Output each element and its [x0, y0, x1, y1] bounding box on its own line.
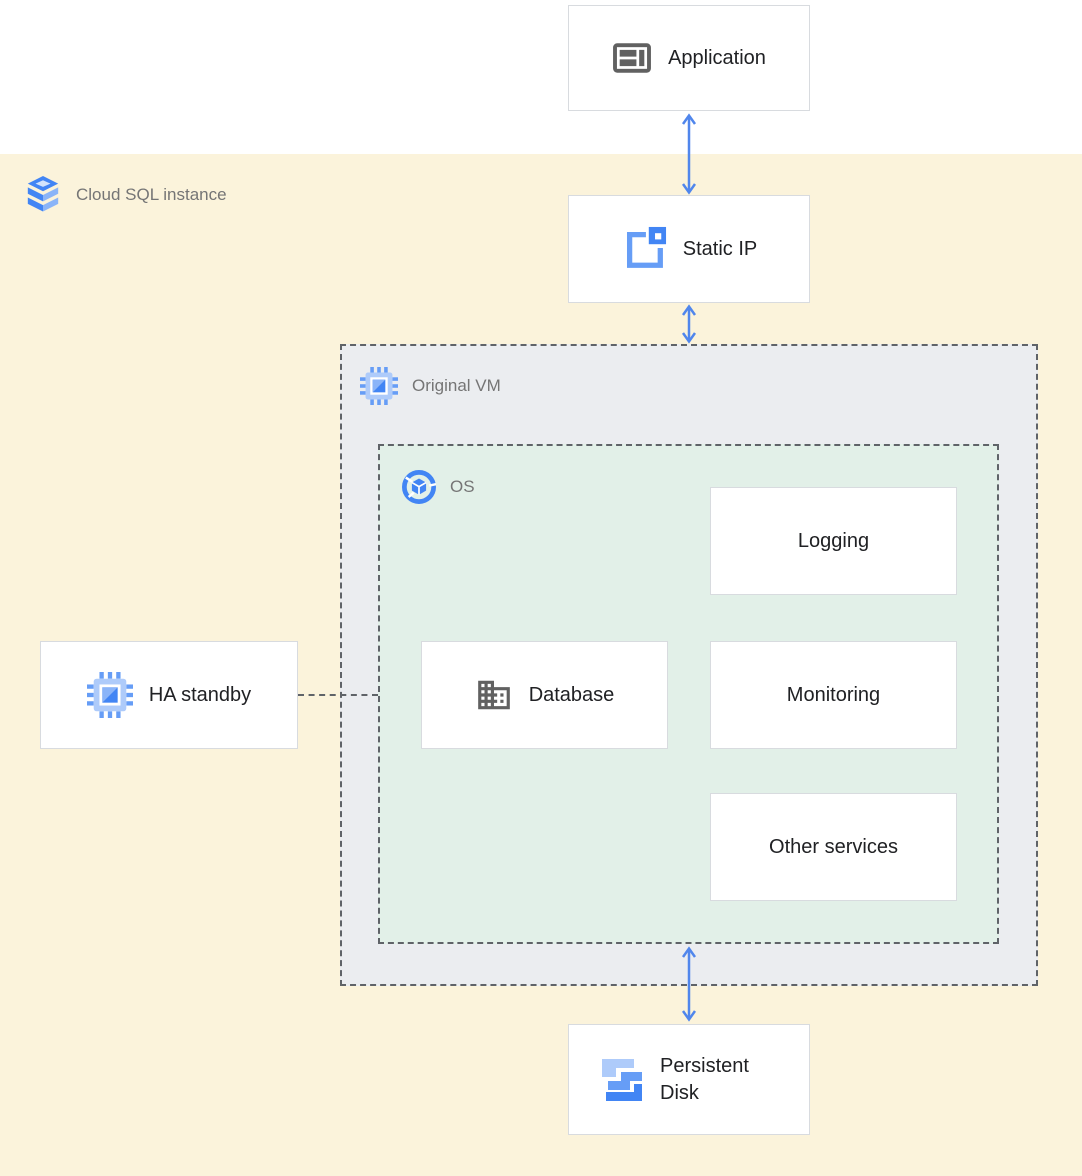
- node-label: Other services: [769, 835, 898, 858]
- building-icon: [477, 680, 510, 710]
- zone-label: Original VM: [412, 376, 501, 395]
- arrow-os-disk: [681, 946, 697, 1022]
- node-logging: Logging: [710, 487, 957, 595]
- node-database: Database: [421, 641, 668, 749]
- compute-engine-chip-icon: [360, 367, 398, 405]
- node-label: Database: [528, 683, 615, 706]
- node-ha-standby: HA standby: [40, 641, 298, 749]
- node-label: Monitoring: [786, 683, 881, 706]
- persistent-disk-icon: [602, 1058, 642, 1101]
- connector-ha-standby-os: [298, 694, 378, 696]
- os-circle-cube-icon: [402, 470, 436, 504]
- node-label: Persistent Disk: [660, 1054, 749, 1104]
- original-vm-header: Original VM: [360, 367, 501, 405]
- node-other-services: Other services: [710, 793, 957, 901]
- node-label: Logging: [797, 529, 870, 552]
- node-application: Application: [568, 5, 810, 111]
- compute-engine-chip-icon: [86, 672, 133, 718]
- top-strip: [0, 0, 1082, 154]
- zone-label: OS: [450, 477, 475, 496]
- node-static-ip: Static IP: [568, 195, 810, 303]
- node-persistent-disk: Persistent Disk: [568, 1024, 810, 1135]
- cloud-sql-region-header: Cloud SQL instance: [24, 174, 227, 216]
- region-label: Cloud SQL instance: [76, 185, 227, 204]
- app-window-icon: [613, 43, 652, 73]
- cloud-sql-icon: [27, 176, 59, 212]
- node-label: Static IP: [682, 237, 758, 260]
- static-ip-icon: [626, 226, 666, 268]
- os-header: OS: [402, 470, 475, 504]
- arrow-app-staticip: [681, 113, 697, 195]
- node-label: Application: [668, 46, 766, 69]
- arrow-staticip-vm: [681, 304, 697, 344]
- node-label: HA standby: [148, 683, 252, 706]
- node-monitoring: Monitoring: [710, 641, 957, 749]
